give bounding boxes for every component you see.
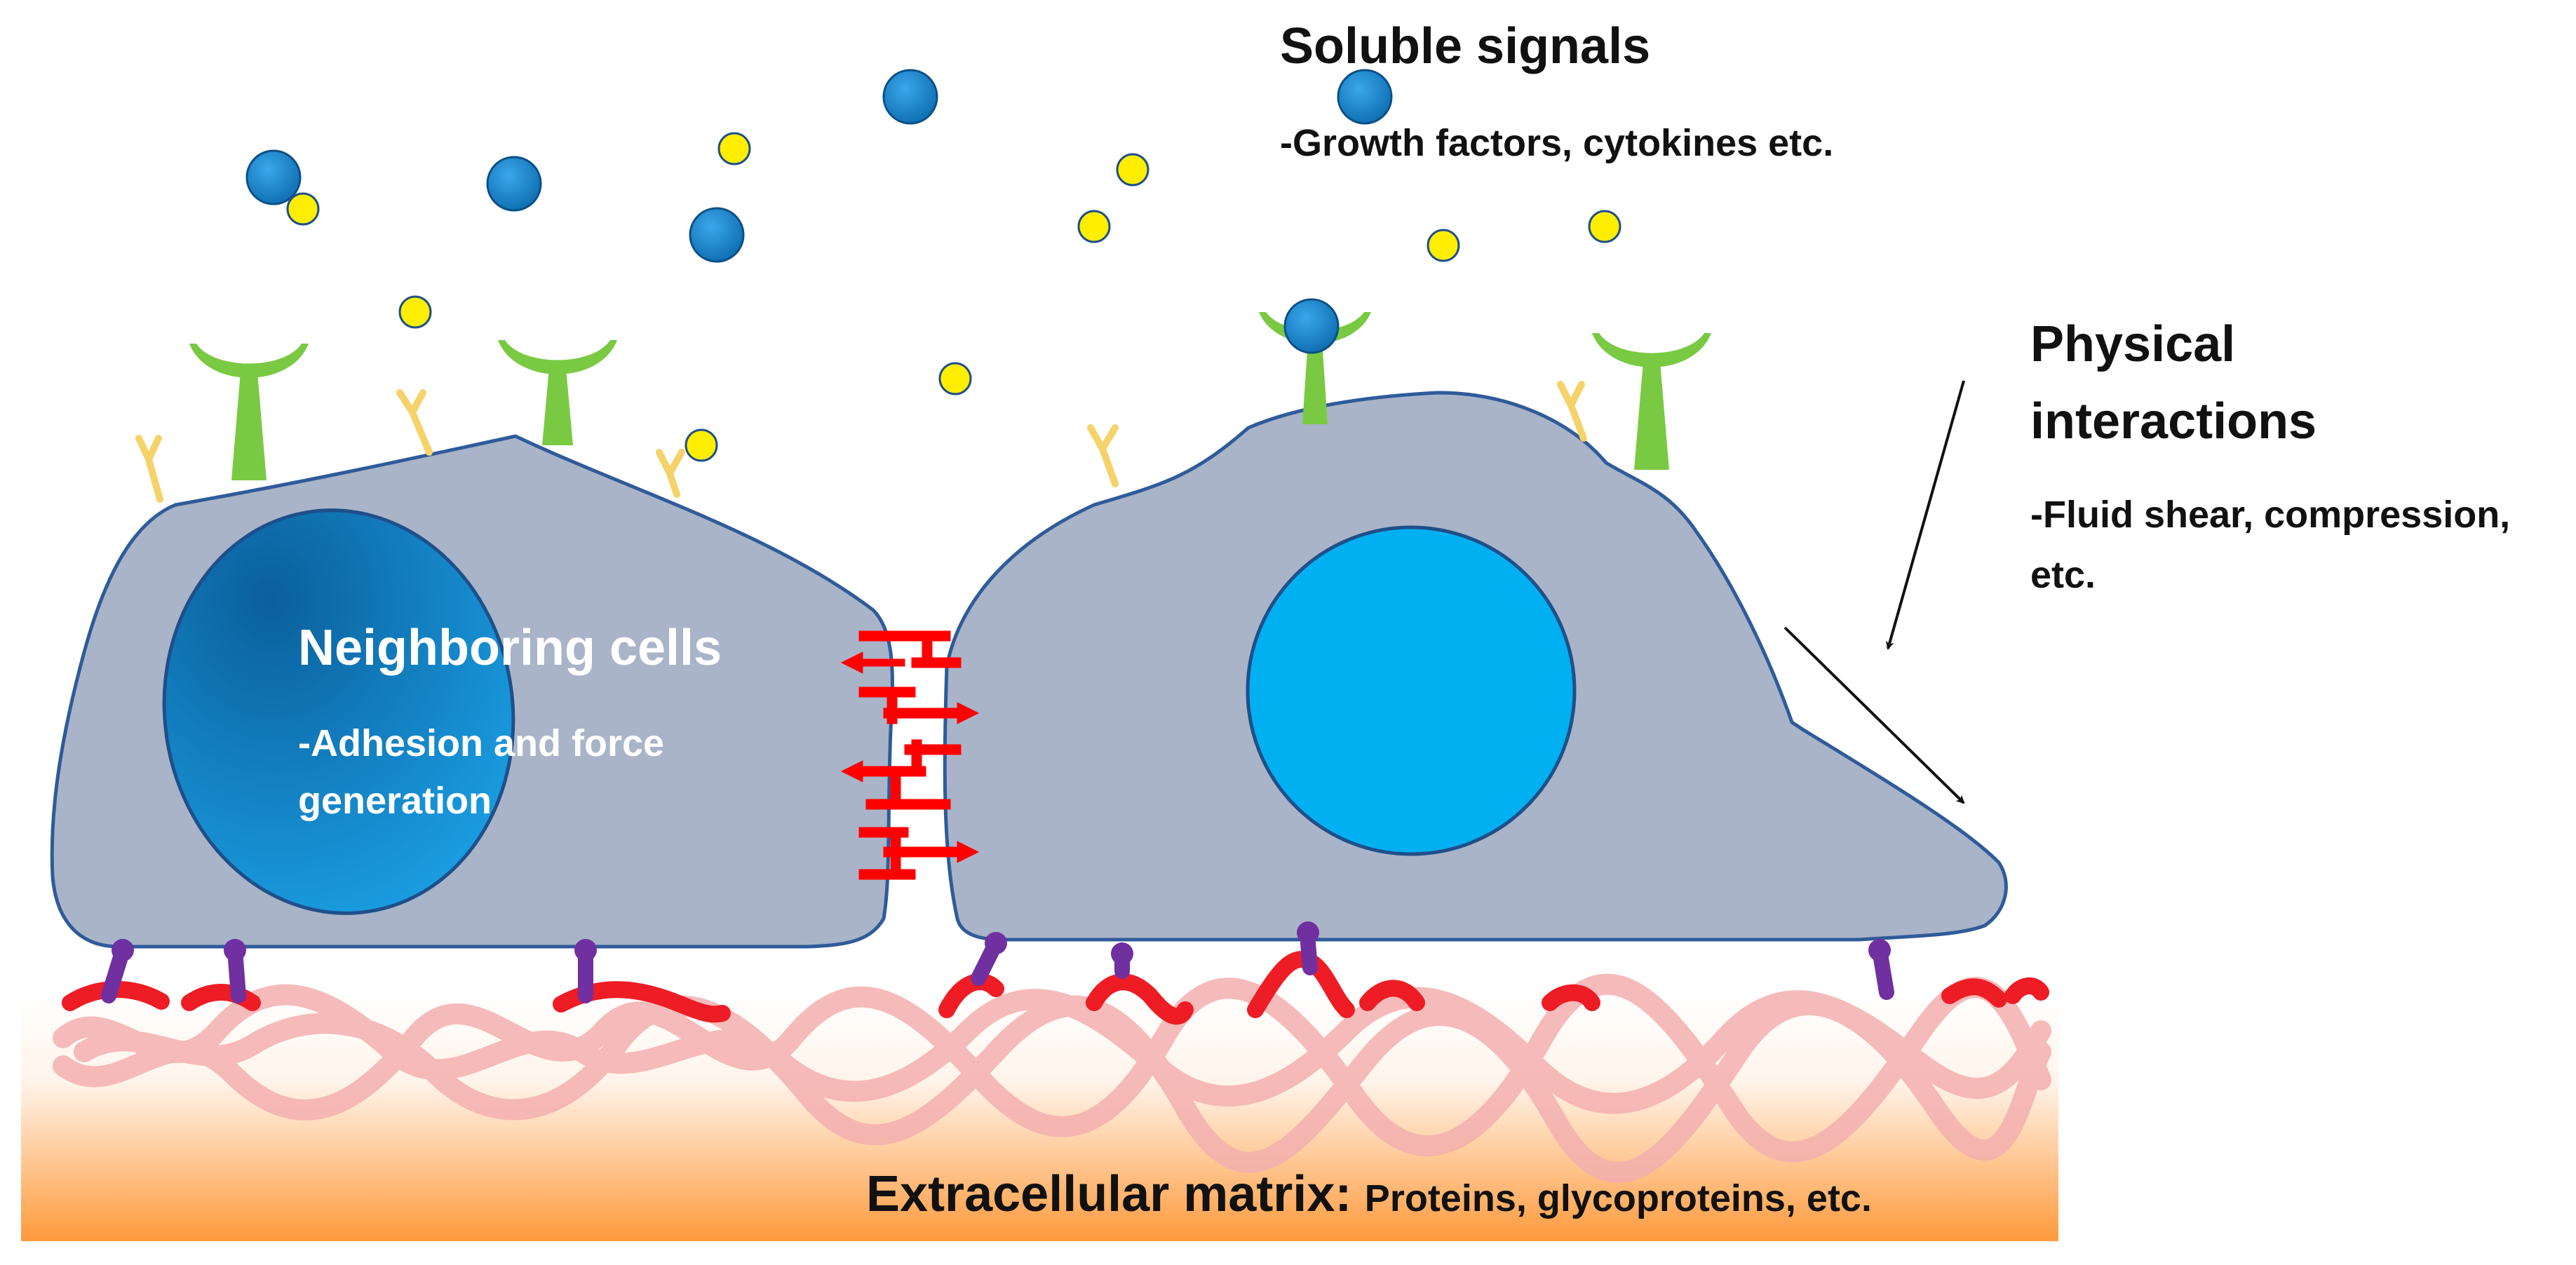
- growth-factor: [1283, 298, 1340, 354]
- cytokine: [1077, 210, 1111, 243]
- growth-factor: [689, 207, 745, 263]
- cytokine: [1427, 229, 1460, 262]
- soluble-signals-title: Soluble signals: [1280, 18, 1650, 74]
- cytokine: [286, 192, 320, 226]
- cytokine: [938, 362, 972, 395]
- cell-junction: [840, 630, 980, 880]
- neighboring-cells-detail-line2: generation: [298, 780, 492, 822]
- physical-interactions-detail-line2: etc.: [2030, 554, 2096, 596]
- ecm-detail: Proteins, glycoproteins, etc.: [1365, 1177, 1872, 1219]
- cytokines: [286, 132, 1621, 462]
- growth-factor: [486, 156, 542, 212]
- neighboring-cells-detail-line1: -Adhesion and force: [298, 722, 664, 764]
- neighboring-cells-title: Neighboring cells: [298, 620, 722, 676]
- growth-factor: [245, 149, 302, 205]
- physical-interactions-detail-line1: -Fluid shear, compression,: [2030, 494, 2510, 536]
- soluble-signals-detail: -Growth factors, cytokines etc.: [1280, 122, 1833, 164]
- growth-factor: [1337, 69, 1393, 125]
- cytokine: [685, 428, 718, 462]
- physical-interactions-title-line1: Physical: [2030, 316, 2235, 372]
- ecm-proteins: [62, 951, 2049, 1025]
- force-arrow-diagonal: [1783, 626, 1965, 804]
- growth-factors: [245, 69, 1393, 354]
- cytokine: [1588, 210, 1621, 243]
- ecm-title: Extracellular matrix:: [866, 1166, 1351, 1222]
- physical-interactions-title-line2: interactions: [2030, 393, 2317, 449]
- cytokine: [1116, 153, 1149, 187]
- cytokine: [717, 132, 751, 165]
- integrin-heads: [112, 921, 1891, 965]
- ecm-fibers: [53, 973, 2051, 1183]
- left-nucleus: [162, 508, 515, 915]
- growth-factor: [882, 69, 938, 125]
- ecm-label: Extracellular matrix: Proteins, glycopro…: [866, 1166, 1872, 1222]
- cytokine: [398, 295, 432, 329]
- force-arrow-down: [1885, 380, 1965, 650]
- right-nucleus: [1246, 525, 1577, 856]
- small-receptors: [135, 381, 1587, 503]
